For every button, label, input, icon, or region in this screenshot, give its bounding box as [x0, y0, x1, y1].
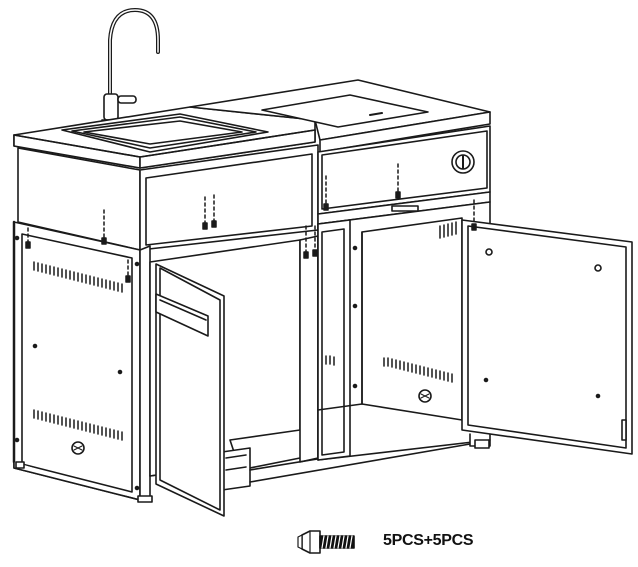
- screw-marker: [324, 176, 328, 210]
- sink-upper-band: [18, 145, 318, 250]
- hex-flange-screw-icon: [298, 531, 354, 553]
- sink-bowl: [62, 114, 268, 152]
- grill-top: [190, 80, 490, 152]
- screw-marker: [313, 226, 317, 256]
- screw-marker: [396, 164, 400, 198]
- screw-quantity-label: 5PCS+5PCS: [383, 532, 474, 549]
- right-cabinet-frame: [318, 202, 490, 460]
- screw-marker: [203, 197, 207, 229]
- screw-marker: [212, 195, 216, 227]
- screw-marker: [26, 228, 30, 248]
- screw-marker: [472, 200, 476, 230]
- screw-locations: [26, 164, 476, 282]
- faucet: [102, 10, 158, 126]
- right-cabinet-door: [462, 220, 632, 454]
- screw-marker: [126, 260, 130, 282]
- left-cabinet-door: [156, 264, 224, 516]
- screw-marker: [102, 210, 106, 244]
- screw-marker: [304, 226, 308, 258]
- left-cabinet-side-panel: [14, 222, 152, 502]
